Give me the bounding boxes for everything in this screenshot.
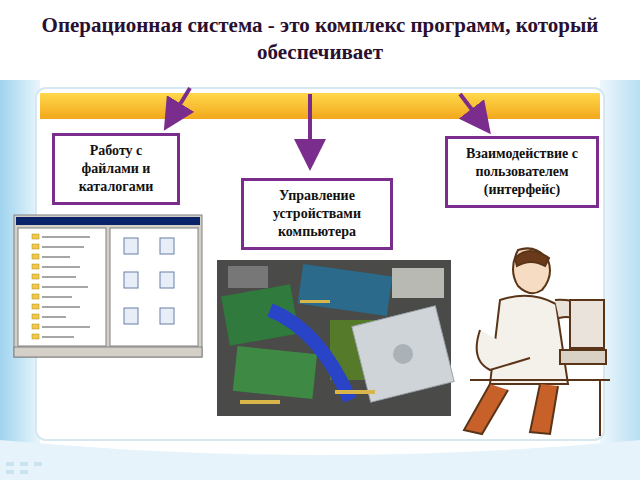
function-box: Взаимодействие с пользователем (интерфей… <box>445 136 599 208</box>
slide-title: Операционная система - это комплекс прог… <box>40 12 600 66</box>
box-label: Работу с файлами и каталогами <box>61 142 171 196</box>
box-label: Взаимодействие с пользователем (интерфей… <box>454 145 590 199</box>
function-box: Управление устройствами компьютера <box>241 178 393 250</box>
function-box: Работу с файлами и каталогами <box>52 133 180 205</box>
box-label: Управление устройствами компьютера <box>250 187 384 241</box>
